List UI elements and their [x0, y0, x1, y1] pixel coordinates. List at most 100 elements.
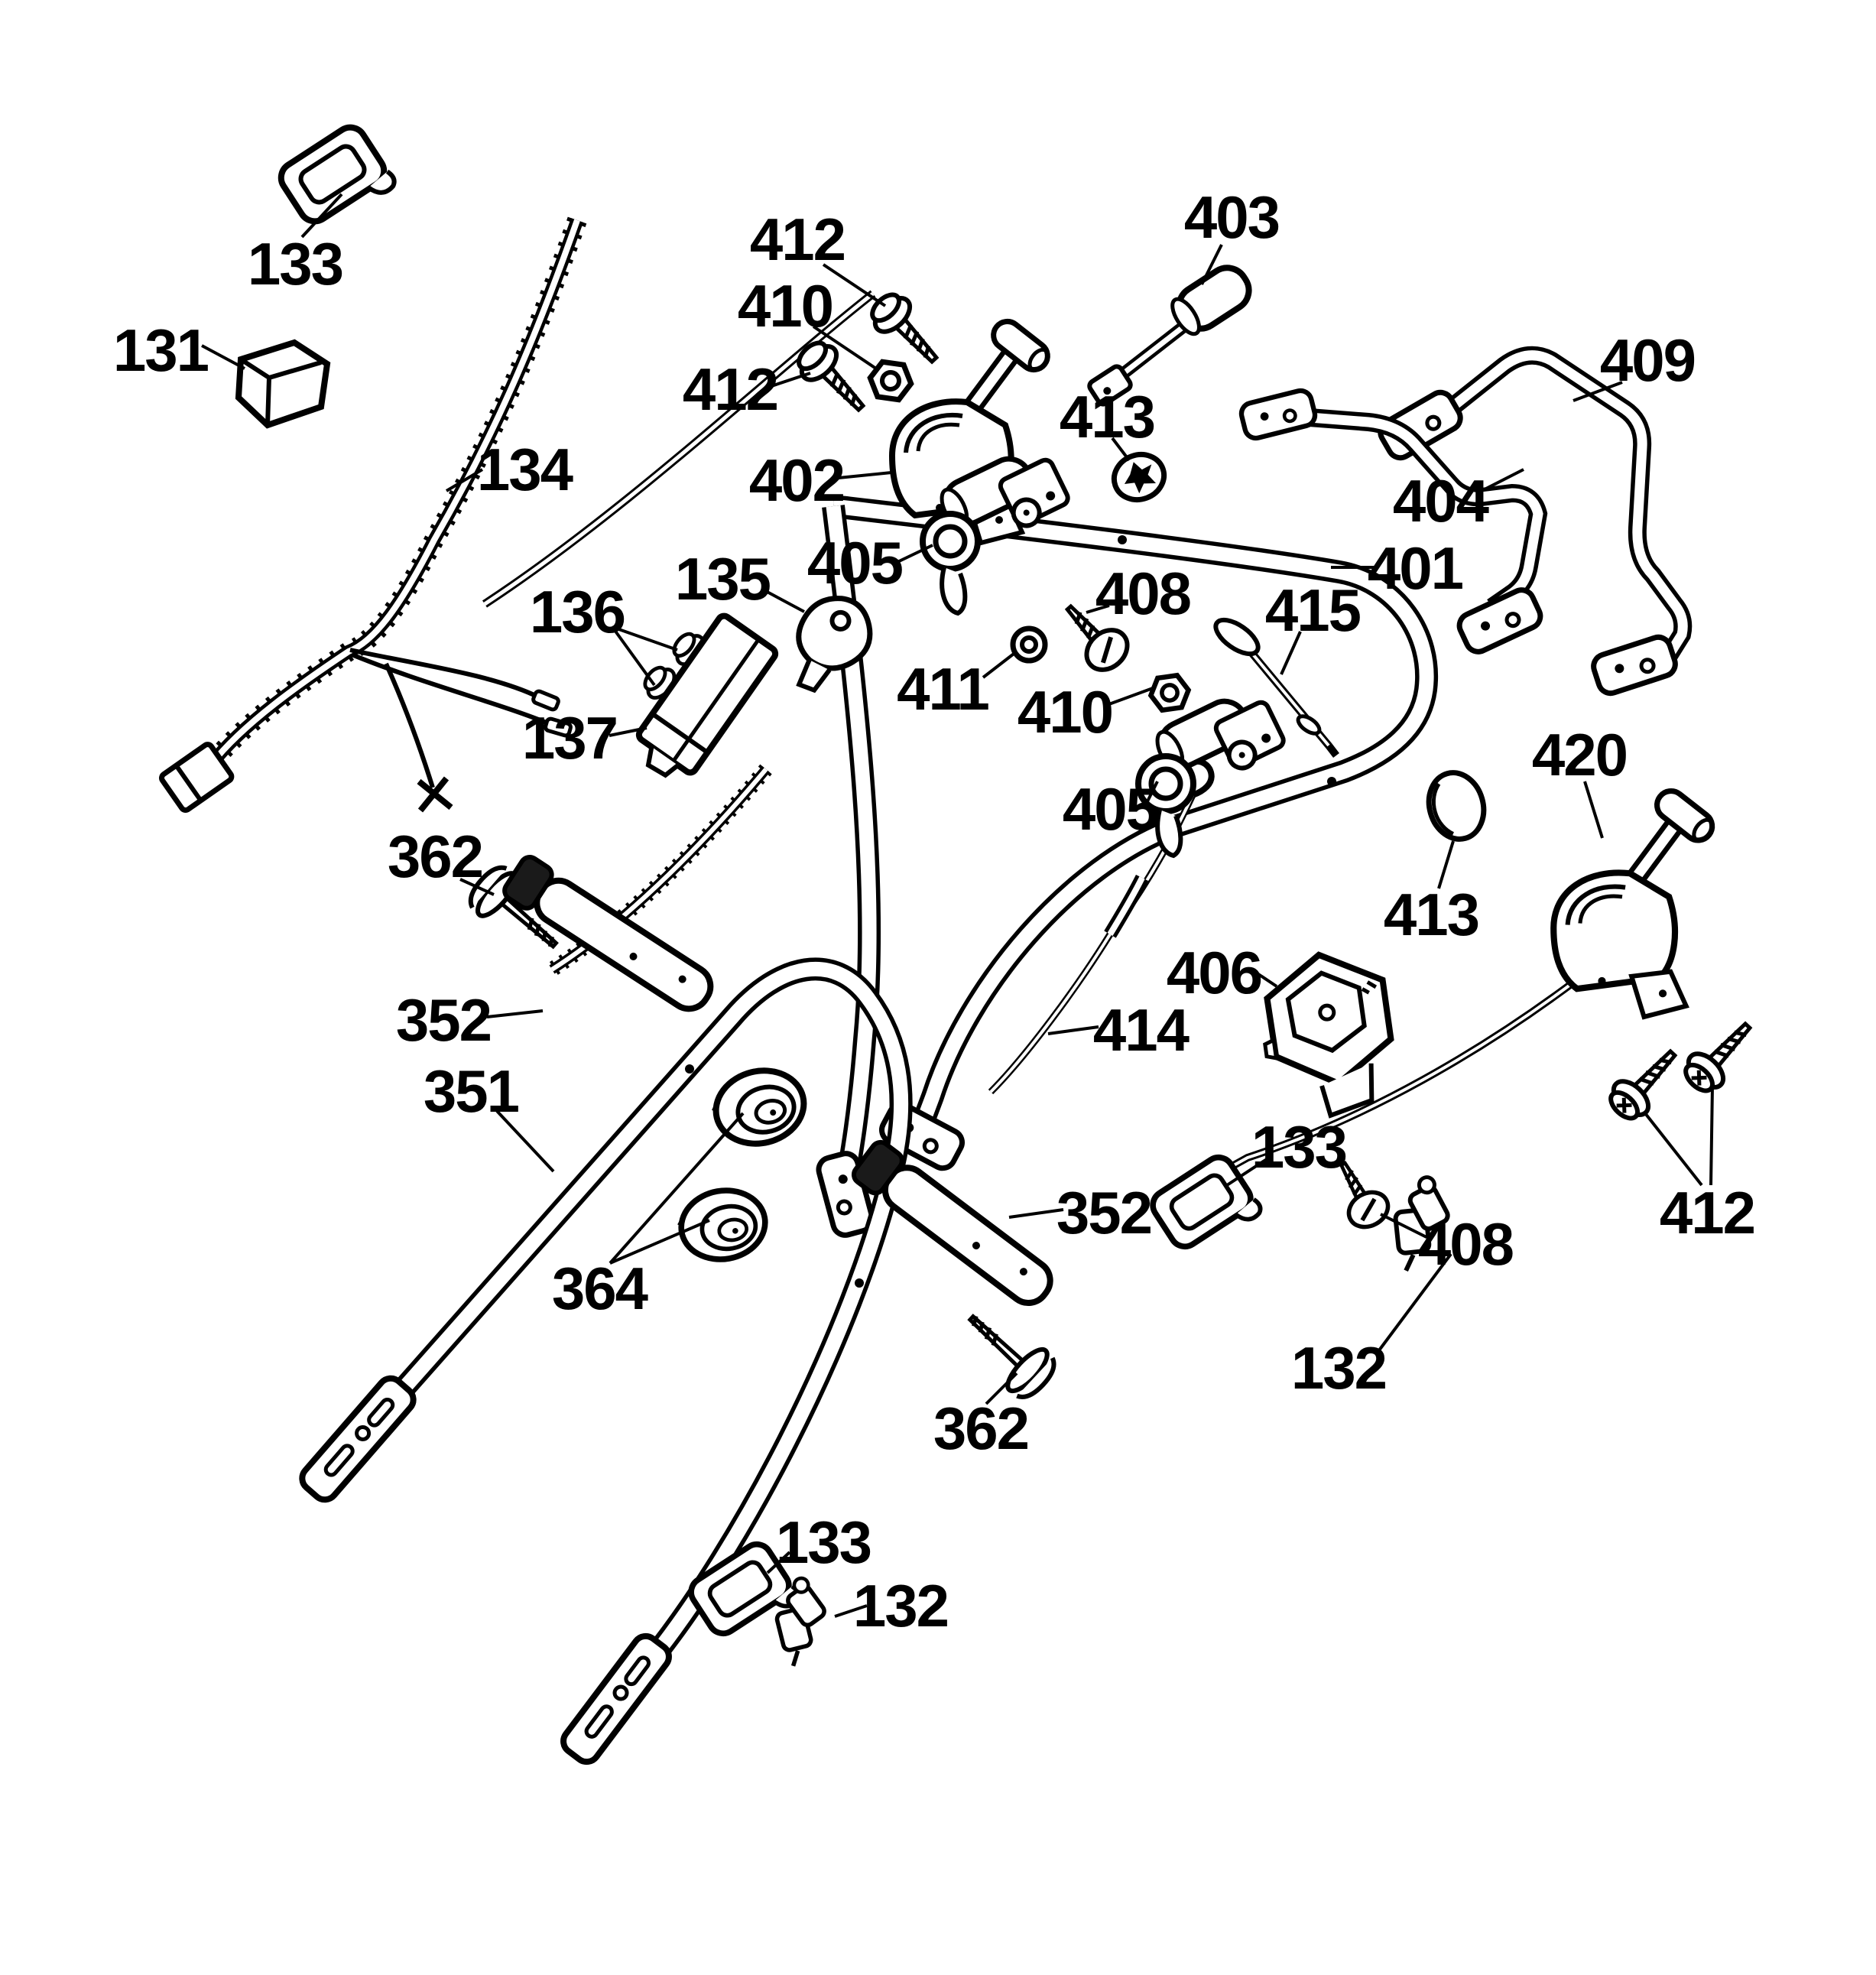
handle-hole	[855, 1278, 864, 1288]
leader-line-131	[201, 344, 245, 370]
leader-line-420	[1583, 781, 1604, 839]
part-352-grip-2	[851, 1139, 1053, 1306]
part-label-409: 409	[1600, 326, 1695, 394]
leader-line-411	[982, 650, 1018, 679]
leader-line-352-2	[1008, 1208, 1064, 1219]
part-label-414: 414	[1093, 996, 1190, 1064]
part-411-bushing	[1010, 625, 1048, 664]
leader-line-362-2	[985, 1372, 1018, 1405]
label-layer: 1331311344124104124024034134094044014154…	[113, 184, 1756, 1639]
leader-line-351	[495, 1109, 555, 1173]
leader-line-410-2	[1106, 687, 1154, 707]
part-412-screw-c	[1603, 1039, 1688, 1126]
part-label-408-2: 408	[1418, 1210, 1513, 1278]
leader-line-412-2	[771, 372, 811, 388]
part-label-412-3: 412	[1660, 1179, 1754, 1246]
leader-line-410-1	[812, 325, 878, 370]
leader-line-137	[609, 726, 648, 737]
part-label-131: 131	[113, 317, 209, 384]
part-137-interlock-box	[635, 612, 779, 778]
part-364-knob-2	[674, 1184, 771, 1265]
part-133-grip-clip-1	[275, 121, 398, 237]
part-label-133-1: 133	[248, 230, 342, 297]
part-413-disc-2	[1426, 770, 1487, 842]
part-label-415: 415	[1265, 577, 1361, 644]
leader-line-364	[609, 1219, 710, 1265]
leader-line-133-3	[766, 1551, 791, 1574]
part-label-135: 135	[675, 545, 771, 612]
leader-line-409	[1573, 381, 1623, 402]
leader-line-134	[445, 468, 484, 492]
leader-line-413-1	[1111, 437, 1131, 462]
part-label-133-3: 133	[776, 1509, 871, 1576]
part-label-411: 411	[897, 655, 988, 723]
leader-line-364	[609, 1112, 745, 1265]
leader-line-413-2	[1437, 840, 1455, 889]
leader-line-412-3	[1709, 1085, 1714, 1186]
part-label-132-2: 132	[853, 1572, 948, 1639]
part-420-throttle-control	[1553, 785, 1718, 1017]
part-label-137: 137	[522, 704, 617, 771]
handle-hole	[685, 1064, 694, 1074]
part-135-key	[796, 596, 873, 694]
part-label-136: 136	[530, 578, 625, 645]
part-label-420: 420	[1532, 721, 1627, 788]
leader-line-408-2	[1380, 1213, 1427, 1239]
leader-line-133-1	[300, 193, 343, 239]
part-label-403: 403	[1184, 184, 1279, 251]
brace-bar-409	[1376, 346, 1693, 697]
leader-line-135	[761, 587, 805, 613]
part-label-405-2: 405	[1063, 775, 1158, 843]
part-label-351: 351	[424, 1057, 519, 1125]
part-label-405-1: 405	[807, 529, 903, 596]
handle-hole	[1327, 777, 1336, 786]
leader-line-412-1	[822, 263, 887, 307]
part-364-knob-1	[706, 1061, 811, 1153]
part-label-352-2: 352	[1056, 1179, 1151, 1246]
leader-line-404	[1482, 468, 1524, 492]
leader-line-405-2	[1145, 781, 1159, 804]
cable-420	[1173, 976, 1579, 1201]
part-label-362-2: 362	[933, 1395, 1028, 1462]
leader-line-406	[1250, 968, 1278, 988]
part-label-412-1: 412	[750, 206, 845, 273]
part-label-406: 406	[1167, 939, 1261, 1006]
part-label-410-1: 410	[738, 272, 833, 339]
part-label-410-2: 410	[1018, 678, 1112, 745]
part-label-362-1: 362	[388, 823, 482, 890]
leader-line-136	[612, 625, 678, 651]
part-label-133-2: 133	[1251, 1113, 1346, 1181]
leader-line-132-2	[834, 1604, 868, 1618]
part-label-132-1: 132	[1291, 1334, 1386, 1402]
leader-line-415	[1280, 631, 1302, 675]
part-label-402: 402	[749, 447, 844, 514]
part-label-134: 134	[477, 436, 573, 503]
lower-handle-tube-351	[297, 957, 913, 1766]
part-403-rod-pin	[1087, 265, 1252, 407]
part-362-screw-2	[953, 1298, 1061, 1404]
part-406-switch-housing	[1263, 951, 1394, 1119]
leader-line-403	[1200, 244, 1223, 285]
brace-bar-404	[1239, 388, 1548, 656]
leader-line-132-1	[1375, 1252, 1452, 1355]
leader-line-136	[611, 625, 656, 687]
part-label-404: 404	[1393, 467, 1489, 534]
part-413-star-washer-1	[1108, 447, 1170, 506]
throttle-cable-conduit	[482, 290, 876, 608]
part-352-grip-1	[502, 855, 714, 1012]
leader-line-412-3	[1644, 1112, 1703, 1187]
leader-line-133-2	[1223, 1158, 1268, 1188]
part-label-401: 401	[1368, 534, 1463, 602]
part-131-cap	[235, 339, 331, 429]
leader-line-405-1	[897, 544, 933, 564]
part-label-412-2: 412	[683, 356, 777, 423]
part-412-screw-d	[1678, 1012, 1763, 1099]
part-415-pin	[1213, 617, 1339, 758]
handle-hole	[1118, 535, 1127, 544]
leader-line-408-1	[1086, 604, 1110, 614]
part-label-408-1: 408	[1095, 560, 1190, 627]
part-label-352-1: 352	[396, 986, 491, 1054]
part-label-413-1: 413	[1060, 383, 1154, 450]
